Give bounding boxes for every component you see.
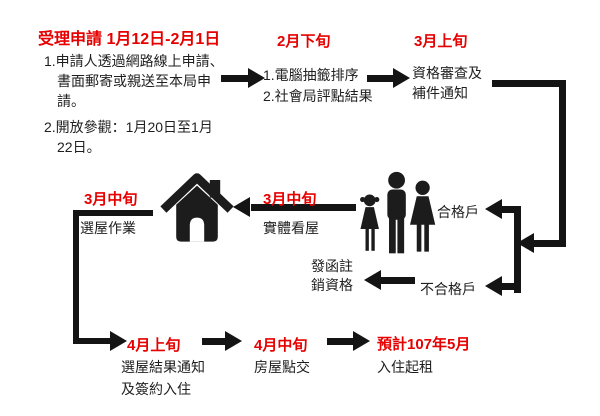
stage-result-title: 4月上旬 — [127, 337, 181, 354]
arrow-shaft — [202, 338, 225, 345]
unqualified-label: 不合格戶 — [420, 281, 476, 297]
stage-review-title: 3月上旬 — [414, 33, 468, 50]
arrow-shaft — [327, 338, 353, 345]
stage-apply-item: 2.開放參觀：1月20日至1月22日。 — [44, 119, 213, 155]
arrow-right-icon — [248, 68, 265, 88]
stage-select-label: 選屋作業 — [80, 220, 136, 236]
connector-segment — [534, 240, 566, 247]
stage-lottery-item: 2.社會局評點結果 — [263, 88, 373, 104]
stage-review-body: 資格審查及 補件通知 — [412, 63, 482, 103]
arrow-shaft — [381, 277, 415, 284]
arrow-shaft — [221, 75, 248, 82]
stage-review-line: 資格審查及 — [412, 65, 482, 81]
stage-handover-label: 房屋點交 — [254, 359, 310, 375]
arrow-right-icon — [225, 331, 242, 351]
connector-segment — [502, 283, 515, 290]
arrow-right-icon — [353, 331, 370, 351]
arrow-left-icon — [364, 270, 381, 290]
stage-result-line: 及簽約入住 — [121, 381, 191, 397]
family-icon — [357, 171, 437, 255]
stage-view-title: 3月中旬 — [263, 191, 317, 208]
revoke-label: 發函註 銷資格 — [311, 257, 353, 295]
connector-segment — [73, 210, 79, 344]
arrow-shaft — [251, 204, 356, 211]
arrow-left-icon — [485, 276, 502, 296]
house-icon — [156, 168, 238, 248]
qualified-label: 合格戶 — [437, 204, 479, 220]
revoke-line: 發函註 — [311, 258, 353, 274]
stage-view-label: 實體看屋 — [263, 220, 319, 236]
stage-lottery-body: 1.電腦抽籤排序 2.社會局評點結果 — [263, 65, 373, 107]
stage-lottery-item: 1.電腦抽籤排序 — [263, 67, 359, 83]
arrow-left-icon — [517, 233, 534, 253]
arrow-left-icon — [233, 197, 250, 217]
connector-segment — [514, 206, 521, 293]
connector-segment — [73, 338, 110, 344]
arrow-right-icon — [110, 331, 127, 351]
stage-apply-body: 1.申請人透過網路線上申請、書面郵寄或親送至本局申請。 2.開放參觀：1月20日… — [44, 51, 226, 157]
stage-movein-label: 入住起租 — [377, 359, 433, 375]
stage-apply-title: 受理申請 1月12日-2月1日 — [38, 31, 221, 48]
connector-segment — [502, 206, 515, 213]
arrow-right-icon — [393, 68, 410, 88]
revoke-line: 銷資格 — [311, 277, 353, 293]
stage-result-line: 選屋結果通知 — [121, 359, 205, 375]
stage-lottery-title: 2月下旬 — [277, 33, 331, 50]
stage-apply-item: 1.申請人透過網路線上申請、書面郵寄或親送至本局申請。 — [44, 53, 224, 109]
arrow-left-icon — [485, 199, 502, 219]
connector-segment — [559, 80, 566, 247]
stage-result-body: 選屋結果通知 及簽約入住 — [121, 356, 205, 400]
connector-segment — [73, 210, 153, 216]
stage-movein-title: 預計107年5月 — [377, 336, 471, 353]
stage-select-title: 3月中旬 — [84, 191, 138, 208]
stage-review-line: 補件通知 — [412, 85, 468, 101]
arrow-shaft — [367, 75, 393, 82]
stage-handover-title: 4月中旬 — [254, 337, 308, 354]
connector-segment — [492, 80, 566, 87]
